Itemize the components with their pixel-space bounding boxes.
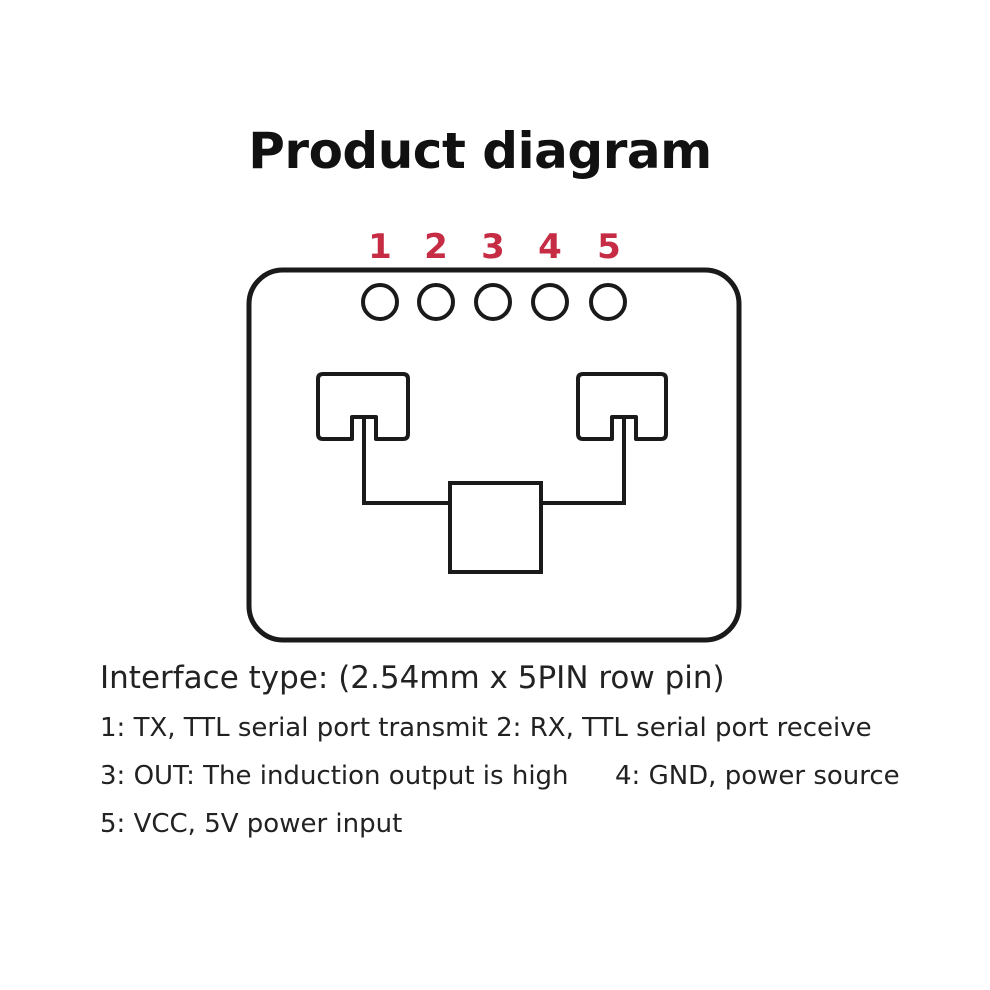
pin-hole-3 [474, 283, 512, 321]
pin-description-tx-rx: 1: TX, TTL serial port transmit 2: RX, T… [100, 713, 872, 743]
pin-hole-4 [531, 283, 569, 321]
interface-type-text: Interface type: (2.54mm x 5PIN row pin) [100, 660, 725, 696]
page-title: Product diagram [248, 122, 712, 180]
pin-hole-5 [589, 283, 627, 321]
right-antenna-pad [576, 372, 668, 441]
pin-number-4: 4 [538, 227, 562, 267]
center-chip [448, 481, 543, 574]
pin-description-row-3: 5: VCC, 5V power input [100, 800, 970, 848]
pin-description-gnd: 4: GND, power source [615, 761, 900, 791]
pin-number-5: 5 [597, 227, 621, 267]
pin-description-block: Interface type: (2.54mm x 5PIN row pin) … [100, 652, 970, 848]
pin-number-1: 1 [368, 227, 392, 267]
pin-description-row-1: 1: TX, TTL serial port transmit 2: RX, T… [100, 704, 970, 752]
left-antenna-pad [316, 372, 410, 441]
pin-hole-1 [361, 283, 399, 321]
pin-number-3: 3 [481, 227, 505, 267]
pin-description-vcc: 5: VCC, 5V power input [100, 809, 403, 839]
pin-description-row-2: 3: OUT: The induction output is high 4: … [100, 752, 970, 800]
board-outline [246, 267, 742, 643]
pin-hole-2 [417, 283, 455, 321]
pin-number-2: 2 [424, 227, 448, 267]
pin-description-out: 3: OUT: The induction output is high [100, 761, 569, 791]
